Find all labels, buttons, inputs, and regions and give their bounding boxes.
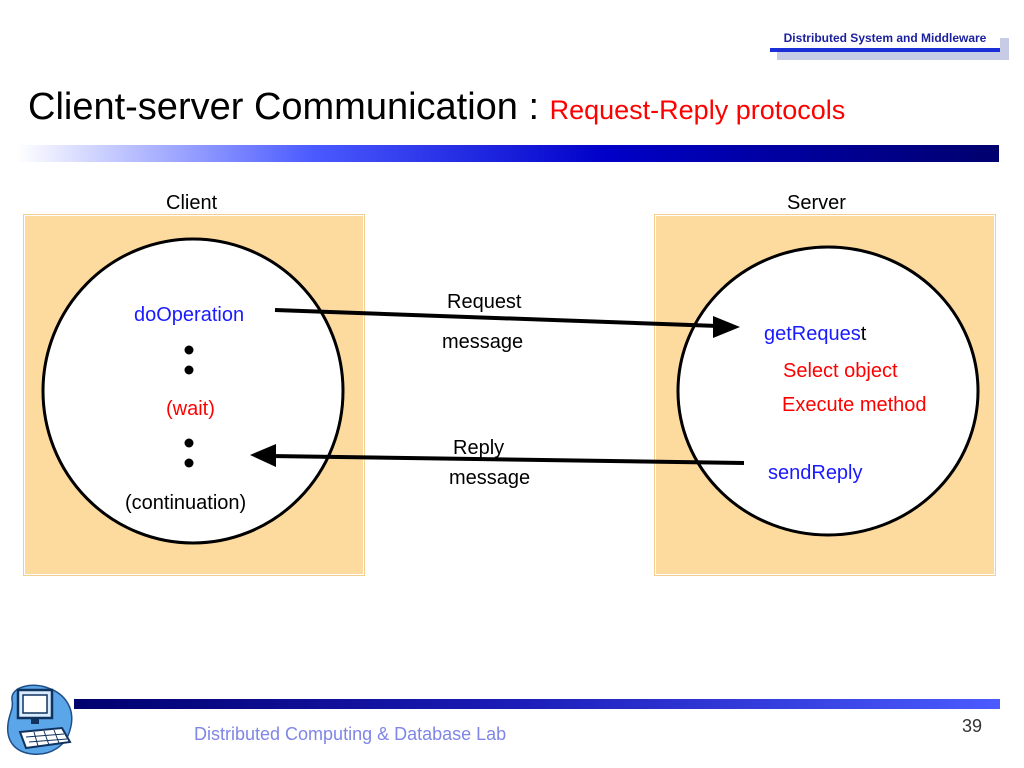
client-dot [184, 365, 194, 375]
get-request-label: getRequest [764, 322, 866, 346]
continuation-label: (continuation) [125, 492, 247, 514]
server-label: Server [787, 192, 846, 214]
title-subtitle: Request-Reply protocols [549, 95, 846, 125]
request-arrow-line [274, 308, 719, 328]
send-reply-label: sendReply [768, 462, 863, 484]
server-process-circle [676, 245, 980, 537]
client-label: Client [166, 192, 218, 214]
client-process-circle [41, 237, 345, 545]
select-object-label: Select object [783, 360, 898, 382]
title-main: Client-server Communication : [28, 86, 550, 128]
header-badge [770, 30, 1000, 52]
client-dot [184, 345, 194, 355]
client-dot [184, 438, 194, 448]
slide-title: Client-server Communication : Request-Re… [28, 84, 845, 133]
client-dot [184, 458, 194, 468]
reply-arrow-line [269, 454, 745, 465]
reply-label: Reply [453, 437, 505, 459]
footer-gradient-bar [74, 699, 1000, 709]
reply-arrowhead [250, 444, 276, 467]
footer-lab-name: Distributed Computing & Database Lab [194, 724, 507, 744]
header-badge-text: Distributed System and Middleware [783, 31, 987, 45]
title-gradient-bar [17, 145, 999, 162]
wait-label: (wait) [166, 398, 215, 420]
do-operation-label: doOperation [134, 304, 245, 326]
get-request-tail: t [860, 323, 867, 345]
computer-icon [6, 684, 73, 755]
get-request-text: getReques [764, 323, 861, 345]
request-arrowhead [713, 316, 740, 338]
page-number: 39 [962, 716, 983, 736]
request-label: Request [447, 291, 522, 313]
reply-message-label: message [449, 467, 531, 489]
request-message-label: message [442, 331, 524, 353]
execute-method-label: Execute method [782, 394, 927, 416]
